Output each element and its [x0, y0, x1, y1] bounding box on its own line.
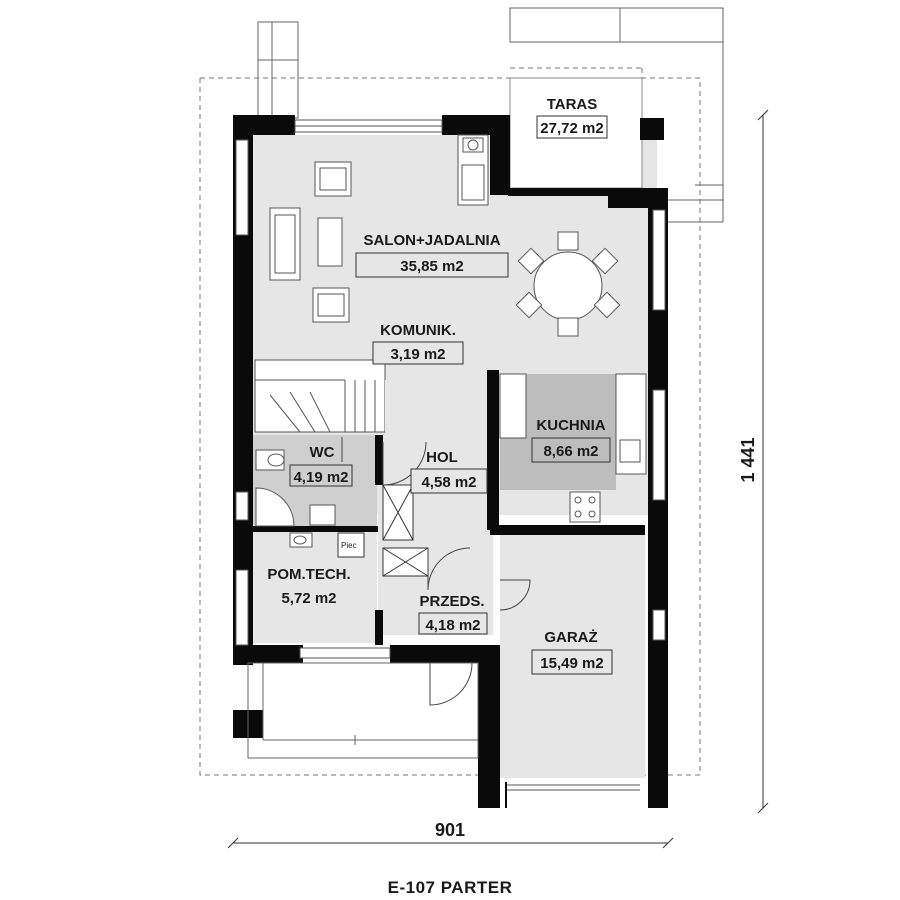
pergola [257, 7, 724, 223]
roof-outline [199, 67, 701, 776]
shafts [382, 484, 429, 577]
kuchnia-area: 8,66 m2 [543, 443, 598, 460]
room-labels: TARAS 27,72 m2 SALON+JADALNIA 35,85 m2 K… [267, 96, 613, 675]
przeds-area: 4,18 m2 [425, 617, 480, 634]
wc-area: 4,19 m2 [293, 469, 348, 486]
komunik-area: 3,19 m2 [390, 346, 445, 363]
boiler: Piec [337, 532, 365, 558]
walls [233, 115, 668, 808]
staircase [254, 359, 410, 433]
hol-area: 4,58 m2 [421, 474, 476, 491]
kitchen-fixtures [499, 373, 647, 523]
width-dimension: 901 [435, 820, 465, 840]
height-dimension: 1 441 [738, 437, 758, 482]
dimension-height: 1 441 [738, 109, 769, 814]
taras-name: TARAS [547, 96, 598, 113]
garaz-area: 15,49 m2 [540, 655, 603, 672]
taras-area: 27,72 m2 [540, 120, 603, 137]
salon-area: 35,85 m2 [400, 258, 463, 275]
boiler-label: Piec [341, 541, 357, 550]
bathroom-fixtures [255, 449, 336, 548]
wc-name: WC [310, 444, 335, 461]
living-furniture [269, 161, 621, 337]
komunik-name: KOMUNIK. [380, 322, 456, 339]
salon-name: SALON+JADALNIA [363, 232, 500, 249]
hol-name: HOL [426, 449, 458, 466]
dimension-width: 901 [227, 820, 674, 849]
entrance-canopy [247, 662, 479, 759]
pomtech-area: 5,72 m2 [281, 590, 336, 607]
garage-door [507, 784, 640, 791]
przeds-name: PRZEDS. [419, 593, 484, 610]
windows [235, 119, 666, 659]
fireplace [457, 134, 489, 206]
garaz-name: GARAŻ [544, 629, 597, 646]
kuchnia-name: KUCHNIA [536, 417, 605, 434]
plan-title: E-107 PARTER [388, 878, 513, 897]
pomtech-name: POM.TECH. [267, 566, 350, 583]
